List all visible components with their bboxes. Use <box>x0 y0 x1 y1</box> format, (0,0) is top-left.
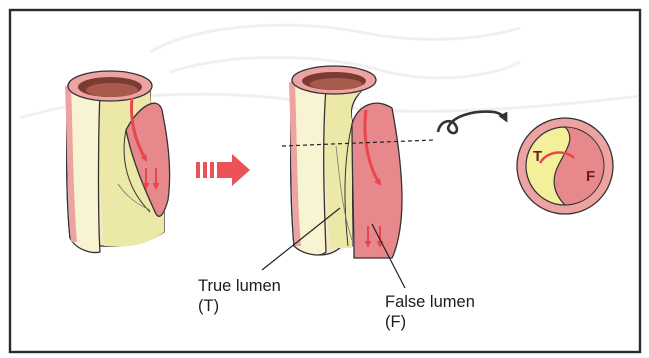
cross-section-true-label: T <box>533 148 542 165</box>
false-lumen-name: False lumen <box>385 292 475 312</box>
cross-section-false-label: F <box>586 168 595 185</box>
false-lumen-abbr: (F) <box>385 312 475 332</box>
vessel-dissected <box>291 66 402 258</box>
false-lumen-label: False lumen (F) <box>385 292 475 332</box>
true-lumen-name: True lumen <box>198 276 281 296</box>
true-lumen-label: True lumen (T) <box>198 276 281 316</box>
cross-section <box>517 118 613 214</box>
progression-arrow-icon <box>196 154 250 186</box>
rotation-curl-arrow-icon <box>438 112 506 133</box>
vessel-intact <box>67 71 170 252</box>
true-lumen-abbr: (T) <box>198 296 281 316</box>
